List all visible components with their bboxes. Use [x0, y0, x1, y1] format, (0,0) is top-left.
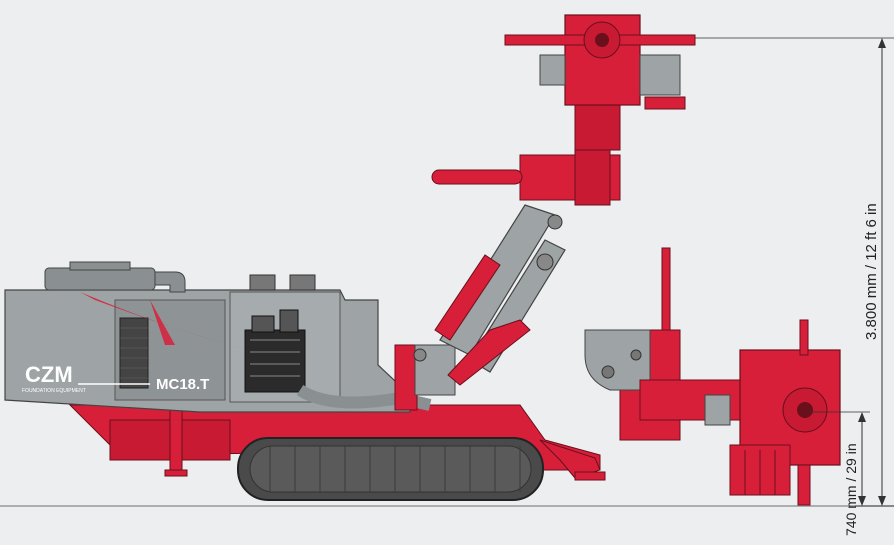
head-gearbox: [639, 54, 681, 96]
grille-mesh: [120, 327, 148, 379]
head-clamp: [644, 96, 686, 110]
front-foot: [574, 471, 606, 481]
muffler: [44, 267, 156, 291]
head-side-block: [539, 54, 566, 86]
height-arrow-top: [878, 38, 886, 48]
brand-logo: CZM: [25, 362, 73, 387]
boom-cylinder-1: [434, 254, 501, 341]
outrigger-foot: [164, 469, 188, 477]
exhaust-pipe: [154, 271, 186, 293]
clamp-pin-2: [630, 349, 642, 361]
clamp-pin-1: [601, 365, 615, 379]
clearance-dimension: 740 mm / 29 in: [810, 411, 870, 536]
front-chuck-center: [797, 402, 813, 418]
front-rod-top: [799, 319, 809, 356]
brand-logo-subtitle: FOUNDATION EQUIPMENT: [22, 388, 86, 394]
front-rod-bottom: [797, 464, 811, 506]
clearance-label: 740 mm / 29 in: [843, 443, 859, 536]
height-arrow-bottom: [878, 496, 886, 506]
control-valves: [244, 309, 306, 393]
pivot-pin: [413, 348, 427, 362]
front-clamp-arm: [584, 329, 651, 391]
top-fitting-2: [289, 274, 316, 291]
front-rod-upper: [661, 247, 671, 334]
height-label: 3.800 mm / 12 ft 6 in: [863, 203, 880, 340]
boom-cylinder-2: [447, 319, 531, 386]
boom-joint-upper: [547, 214, 563, 230]
front-view-drill-head: [584, 247, 841, 506]
boom-joint: [536, 253, 554, 271]
clearance-arrow-top: [858, 412, 866, 422]
front-link: [704, 394, 731, 426]
rotator-block: [574, 144, 611, 206]
top-fitting-1: [249, 274, 276, 291]
drill-rig-machine: CZM FOUNDATION EQUIPMENT MC18.T: [4, 14, 696, 501]
muffler-top: [69, 261, 131, 271]
model-name: MC18.T: [156, 376, 209, 393]
clearance-arrow-bottom: [858, 496, 866, 506]
track-inner: [249, 445, 532, 493]
front-base-ribs: [744, 450, 776, 495]
chuck-center: [595, 33, 609, 47]
radiator-grille: [119, 317, 149, 389]
track-links: [269, 446, 521, 492]
height-dimension: 3.800 mm / 12 ft 6 in: [695, 37, 894, 507]
rotator-cylinder: [431, 169, 523, 185]
decal-star: [150, 300, 175, 345]
